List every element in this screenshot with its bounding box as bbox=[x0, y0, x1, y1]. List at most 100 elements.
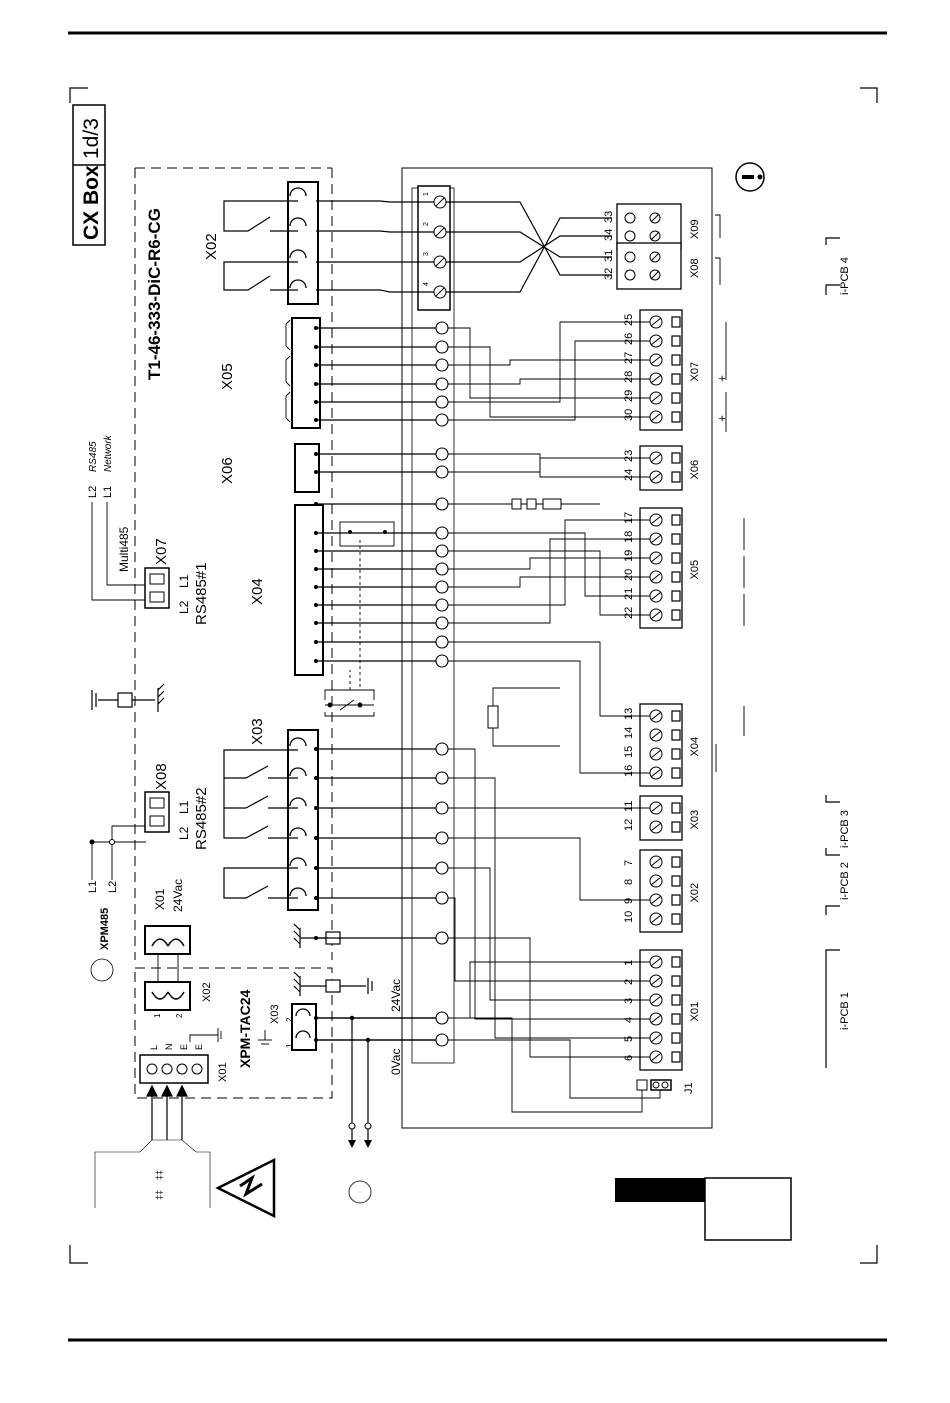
terminal-pin-34: 34 bbox=[603, 229, 615, 241]
connector-pin-dot-17 bbox=[314, 747, 318, 751]
terminal-clip-29 bbox=[671, 392, 681, 404]
terminal-clip-20 bbox=[671, 571, 681, 583]
terminal-screw-slot-23 bbox=[650, 453, 662, 463]
hole-bottom bbox=[348, 1180, 372, 1204]
terminal-pin-5: 5 bbox=[623, 1036, 635, 1042]
terminal-screw-slot-16 bbox=[650, 768, 662, 778]
network-labels: L2 RS485 L1 Network bbox=[87, 434, 114, 498]
svg-text:L1: L1 bbox=[87, 881, 99, 893]
terminal-pin-27: 27 bbox=[623, 352, 635, 364]
connector-pin-dot-21 bbox=[314, 866, 318, 870]
relay-pin-4: 4 bbox=[423, 282, 430, 286]
rs485-2-connector bbox=[144, 791, 170, 833]
svg-text:E: E bbox=[194, 1044, 204, 1050]
terminal-screw-slot-17 bbox=[650, 515, 662, 525]
connector-pin-dot-4 bbox=[314, 400, 318, 404]
route-wire-10 bbox=[448, 557, 650, 570]
relay-cross-wire-2 bbox=[446, 235, 612, 263]
mains-terminal-block bbox=[139, 1054, 209, 1084]
ipcb-3-label: i-PCB 3 bbox=[839, 810, 851, 848]
terminal-pin-30: 30 bbox=[623, 409, 635, 421]
bus-node-24 bbox=[435, 1011, 449, 1025]
legend-box bbox=[704, 1177, 792, 1241]
terminal-screw-slot-7 bbox=[650, 857, 662, 867]
terminal-screw-slot-33 bbox=[650, 213, 660, 223]
terminal-clip-23 bbox=[671, 452, 681, 464]
bus-node-5 bbox=[435, 413, 449, 427]
x03-relay-connector bbox=[287, 729, 319, 911]
route-wire-1 bbox=[448, 346, 650, 418]
bus-node-23 bbox=[435, 931, 449, 945]
x01-mains-label: X01 bbox=[217, 1062, 229, 1082]
x04-connector bbox=[294, 504, 324, 676]
bus-node-4 bbox=[435, 395, 449, 409]
terminal-block-x07 bbox=[639, 309, 683, 431]
terminal-screw-slot-30 bbox=[650, 412, 662, 422]
connector-pin-dot-11 bbox=[314, 567, 318, 571]
connector-pin-dot-15 bbox=[314, 640, 318, 644]
svg-text:N: N bbox=[164, 1044, 174, 1051]
relay-cross-wire-1 bbox=[446, 231, 612, 258]
ipcb-4-label: i-PCB 4 bbox=[839, 257, 851, 295]
terminal-clip-2 bbox=[671, 975, 681, 987]
relay-screw-slot-4 bbox=[435, 287, 445, 297]
terminal-clip-4 bbox=[671, 1013, 681, 1025]
terminal-block-x08 bbox=[616, 242, 682, 290]
terminal-clip-13 bbox=[671, 710, 681, 722]
route-wire-14 bbox=[448, 641, 650, 717]
bus-node-11 bbox=[435, 562, 449, 576]
connector-pin-dot-1 bbox=[314, 345, 318, 349]
mains-cable-outline bbox=[94, 1139, 211, 1208]
terminal-screw-slot-12 bbox=[650, 822, 662, 832]
bus-node-21 bbox=[435, 861, 449, 875]
terminal-pin-14: 14 bbox=[623, 727, 635, 739]
bus-node-20 bbox=[435, 831, 449, 845]
connector-pin-dot-13 bbox=[314, 603, 318, 607]
x07-left-label: X07 bbox=[153, 538, 170, 565]
terminal-clip-19 bbox=[671, 552, 681, 564]
terminal-clip-12 bbox=[671, 821, 681, 833]
terminal-screw-slot-2 bbox=[650, 976, 662, 986]
terminal-screw-slot-4 bbox=[650, 1014, 662, 1024]
terminal-clip-18 bbox=[671, 533, 681, 545]
earth-symbol-1 bbox=[293, 923, 341, 948]
connector-pin-dot-5 bbox=[314, 418, 318, 422]
legend-black-bar bbox=[615, 1178, 705, 1202]
bus-node-6 bbox=[435, 447, 449, 461]
rs485-1-connector bbox=[144, 567, 170, 609]
terminal-hole-33 bbox=[624, 212, 636, 224]
terminal-clip-16 bbox=[671, 767, 681, 779]
connector-pin-dot-3 bbox=[314, 382, 318, 386]
svg-text:2: 2 bbox=[175, 1013, 184, 1018]
route-wire-4 bbox=[448, 321, 650, 403]
resistor-3 bbox=[542, 498, 562, 510]
route-wire-6 bbox=[448, 453, 650, 478]
connector-pin-dot-2 bbox=[314, 363, 318, 367]
terminal-hole-32 bbox=[624, 269, 636, 281]
left-module-border bbox=[134, 167, 333, 1099]
route-wire-11 bbox=[448, 576, 650, 588]
terminal-clip-27 bbox=[671, 354, 681, 366]
bus-node-16 bbox=[435, 654, 449, 668]
terminal-pin-3: 3 bbox=[623, 998, 635, 1004]
terminal-screw-slot-6 bbox=[650, 1052, 662, 1062]
resistor-vertical-wire-b bbox=[492, 728, 560, 747]
terminal-pin-4: 4 bbox=[623, 1017, 635, 1023]
terminal-group-x01-label: X01 bbox=[689, 1002, 701, 1022]
terminal-pin-31: 31 bbox=[603, 250, 615, 262]
terminal-block-x01 bbox=[639, 949, 683, 1071]
bus-node-13 bbox=[435, 598, 449, 612]
relay-screw-slot-2 bbox=[435, 227, 445, 237]
terminal-pin-1: 1 bbox=[623, 960, 635, 966]
terminal-group-x09-label: X09 bbox=[689, 219, 701, 239]
svg-text:L1: L1 bbox=[177, 800, 191, 814]
connector-pin-dot-23 bbox=[314, 936, 318, 940]
bus-node-1 bbox=[435, 340, 449, 354]
ground-symbol-left bbox=[91, 683, 165, 712]
terminal-pin-18: 18 bbox=[623, 531, 635, 543]
x02-relay-connector bbox=[287, 181, 319, 305]
x08-left-label: X08 bbox=[153, 763, 170, 790]
route-wire-19 bbox=[448, 837, 650, 901]
terminal-clip-15 bbox=[671, 748, 681, 760]
corner-marks bbox=[69, 87, 878, 1264]
